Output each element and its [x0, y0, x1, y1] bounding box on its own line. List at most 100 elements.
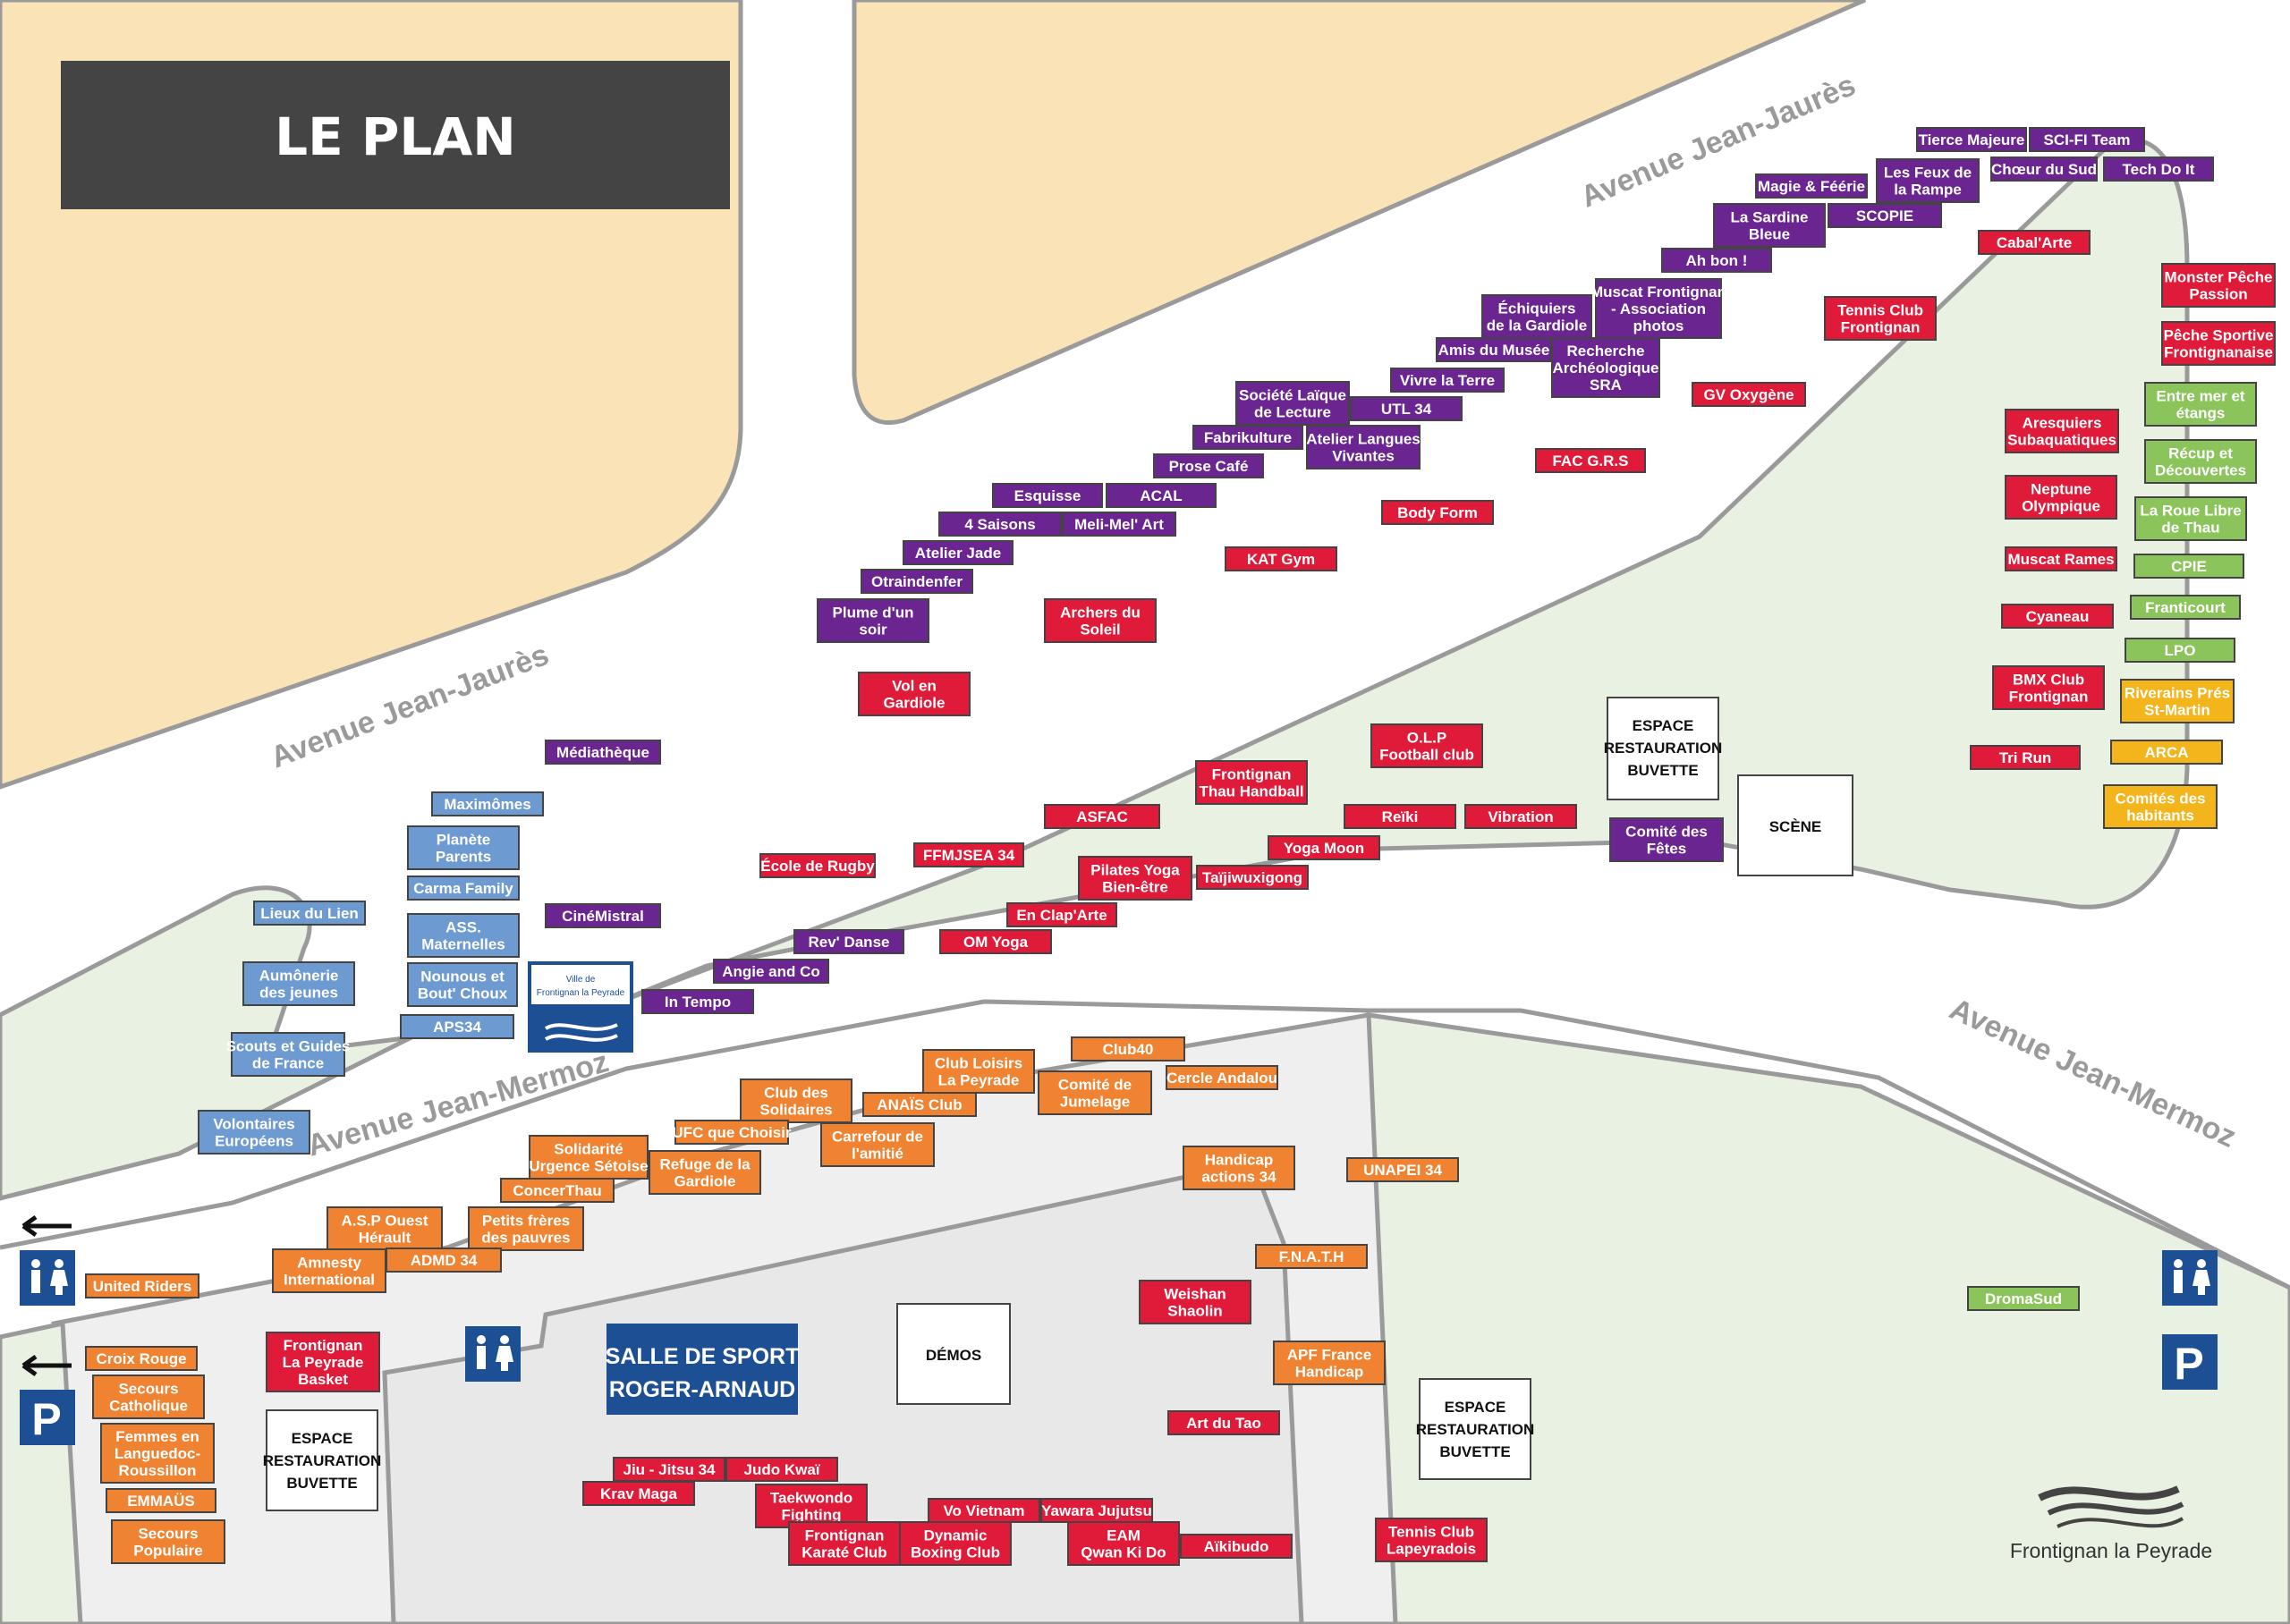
stand-green: LPO	[2125, 638, 2235, 663]
stand-label: Fabrikulture	[1204, 429, 1292, 446]
stand-label: La Peyrade	[938, 1072, 1020, 1089]
stand-orange: Cercle Andalou	[1166, 1065, 1278, 1090]
stand-label: la Rampe	[1894, 182, 1962, 199]
stand-label: GV Oxygène	[1703, 386, 1794, 403]
stand-label: Bien-être	[1102, 879, 1168, 896]
stand-label: A.S.P Ouest	[342, 1213, 428, 1230]
stand-box	[1381, 500, 1494, 525]
stand-label: CinéMistral	[562, 908, 644, 925]
stand-label: Rev' Danse	[809, 934, 890, 951]
stand-box	[1375, 1518, 1488, 1562]
stand-red: En Clap'Arte	[1006, 902, 1117, 927]
stand-label: Football club	[1379, 747, 1474, 764]
stand-orange: Carrefour del'amitié	[820, 1122, 935, 1167]
stand-box	[939, 929, 1052, 954]
stand-red: Body Form	[1381, 500, 1494, 525]
stand-box	[1978, 230, 2091, 255]
stand-box	[1692, 382, 1806, 407]
stand-label: Scouts et Guides	[226, 1038, 351, 1055]
stand-label: École de Rugby	[760, 858, 875, 875]
stand-label: Populaire	[133, 1543, 202, 1560]
stand-label: Frontignan	[1212, 766, 1292, 783]
stand-label: Taïjiwuxigong	[1202, 869, 1302, 886]
stand-label: Vivre la Terre	[1400, 372, 1495, 389]
stand-box	[1273, 1341, 1386, 1385]
stand-label: DromaSud	[1985, 1290, 2062, 1307]
salle-de-sport-line1: SALLE DE SPORT	[606, 1344, 800, 1369]
stand-box	[468, 1206, 584, 1251]
stand-red: ASFAC	[1044, 804, 1160, 829]
stand-box	[1106, 483, 1217, 508]
stand-box	[1344, 804, 1456, 829]
stand-box	[407, 913, 520, 958]
stand-box	[793, 929, 904, 954]
stand-label: Recherche	[1567, 343, 1645, 359]
stand-orange: ANAÏS Club	[862, 1092, 977, 1117]
stand-box	[1006, 902, 1117, 927]
stand-purple: Médiathèque	[545, 740, 661, 765]
stand-label: Vo Vietnam	[943, 1502, 1024, 1519]
stand-box	[2144, 439, 2257, 484]
stand-green: Franticourt	[2130, 595, 2241, 620]
stand-label: Gardiole	[674, 1173, 736, 1190]
ville-logo-top	[531, 965, 630, 1004]
stand-label: Subaquatiques	[2007, 432, 2116, 449]
brand-wave-icon	[2038, 1485, 2180, 1501]
stand-label: Parents	[436, 849, 491, 866]
stand-label: de la Gardiole	[1487, 317, 1587, 334]
stand-label: Gardiole	[884, 695, 946, 712]
stand-label: ANAÏS Club	[877, 1096, 962, 1113]
stand-box	[1990, 156, 2098, 182]
stand-red: Cabal'Arte	[1978, 230, 2091, 255]
stand-box	[2001, 604, 2114, 629]
stand-label: Entre mer et	[2156, 388, 2245, 405]
stand-box	[2161, 321, 2276, 366]
stand-label: Aumônerie	[259, 968, 339, 985]
stand-label: ASS.	[445, 919, 481, 936]
stand-label: UNAPEI 34	[1363, 1162, 1442, 1179]
stand-box	[862, 1092, 977, 1117]
stand-box	[992, 483, 1103, 508]
demos-box	[896, 1303, 1011, 1405]
stand-box	[500, 1178, 615, 1203]
stand-label: Volontaires	[213, 1116, 294, 1133]
stand-label: soir	[859, 622, 887, 639]
stand-label: Tennis Club	[1388, 1524, 1474, 1541]
stand-box	[1713, 203, 1826, 248]
stand-purple: 4 Saisons	[938, 512, 1062, 537]
espace-line1: ESPACE	[1445, 1399, 1506, 1416]
stand-label: habitants	[2126, 808, 2194, 825]
stand-label: Atelier Langues	[1306, 431, 1421, 448]
stand-purple: Fabrikulture	[1192, 425, 1303, 450]
stand-label: Frontignan	[1841, 319, 1921, 336]
stand-orange: F.N.A.T.H	[1255, 1244, 1368, 1269]
stand-box	[1824, 296, 1937, 341]
stand-label: FFMJSEA 34	[923, 847, 1015, 864]
stand-label: Carrefour de	[832, 1129, 923, 1146]
stand-box	[938, 512, 1062, 537]
stand-box	[1436, 337, 1552, 362]
stand-label: Récup et	[2168, 445, 2233, 462]
stand-label: Frontignanaise	[2164, 344, 2273, 361]
stand-label: EAM	[1107, 1527, 1141, 1544]
stand-label: Body Form	[1397, 504, 1478, 521]
stand-box	[817, 598, 929, 643]
stand-label: St-Martin	[2144, 702, 2210, 719]
stand-box	[386, 1248, 502, 1273]
stand-label: Club Loisirs	[935, 1055, 1022, 1072]
